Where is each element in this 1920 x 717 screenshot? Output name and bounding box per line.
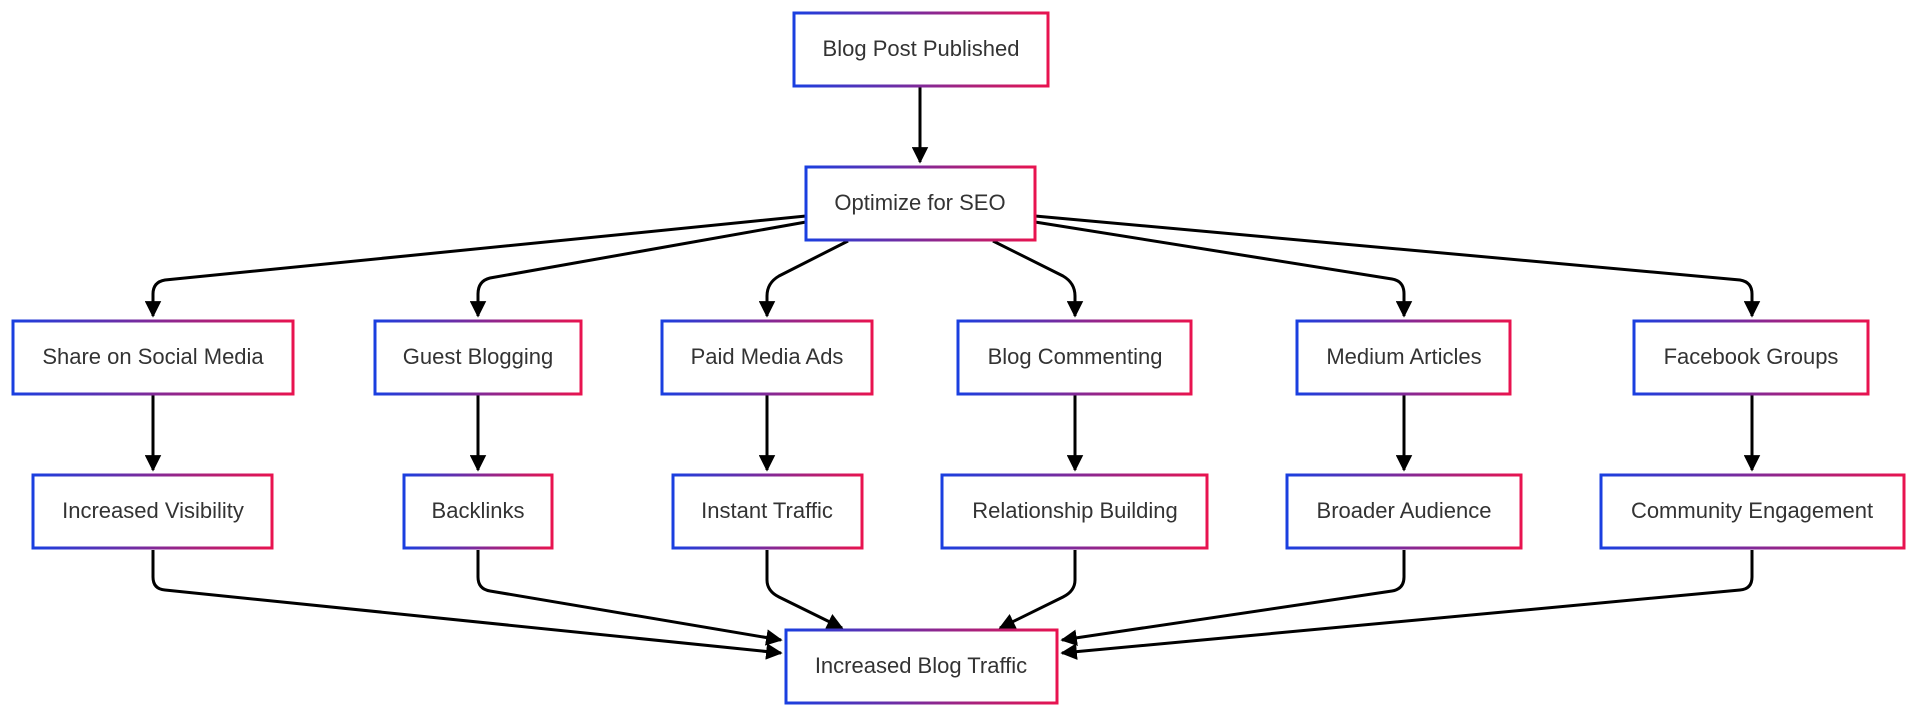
edge-relationship-to-traffic	[998, 550, 1077, 630]
node-backlinks: Backlinks	[402, 473, 554, 550]
edge-visibility-to-traffic	[151, 550, 783, 660]
node-label: Facebook Groups	[1664, 344, 1839, 369]
edge-backlinks-to-traffic	[476, 550, 783, 646]
node-label: Paid Media Ads	[691, 344, 844, 369]
edge-broader-to-traffic	[1060, 550, 1406, 646]
node-label: Share on Social Media	[42, 344, 264, 369]
node-label: Relationship Building	[972, 498, 1177, 523]
node-increased-visibility: Increased Visibility	[31, 473, 274, 550]
edge-seo-to-guest-blogging	[469, 220, 807, 318]
node-medium-articles: Medium Articles	[1295, 319, 1512, 396]
node-label: Blog Commenting	[988, 344, 1163, 369]
node-facebook-groups: Facebook Groups	[1632, 319, 1870, 396]
node-community-engagement: Community Engagement	[1599, 473, 1906, 550]
node-label: Increased Visibility	[62, 498, 244, 523]
node-label: Medium Articles	[1326, 344, 1481, 369]
node-blog-commenting: Blog Commenting	[956, 319, 1193, 396]
node-broader-audience: Broader Audience	[1285, 473, 1523, 550]
nodes: Blog Post Published Optimize for SEO Sha…	[11, 11, 1906, 705]
edge-seo-to-blog-commenting	[992, 239, 1084, 318]
edge-instant-to-traffic	[765, 550, 844, 630]
edge-seo-to-paid-media	[758, 239, 849, 318]
node-label: Guest Blogging	[403, 344, 553, 369]
node-label: Optimize for SEO	[834, 190, 1005, 215]
node-label: Community Engagement	[1631, 498, 1873, 523]
node-relationship-building: Relationship Building	[940, 473, 1209, 550]
node-guest-blogging: Guest Blogging	[373, 319, 583, 396]
node-optimize-for-seo: Optimize for SEO	[804, 165, 1037, 242]
node-paid-media-ads: Paid Media Ads	[660, 319, 874, 396]
edge-seo-to-medium	[1034, 220, 1413, 318]
edge-community-to-traffic	[1060, 550, 1754, 660]
node-increased-blog-traffic: Increased Blog Traffic	[784, 628, 1059, 705]
node-label: Increased Blog Traffic	[815, 653, 1027, 678]
edge-seo-to-social-media	[144, 214, 807, 318]
node-share-on-social-media: Share on Social Media	[11, 319, 295, 396]
node-label: Broader Audience	[1317, 498, 1492, 523]
edge-seo-to-facebook	[1034, 214, 1761, 318]
node-instant-traffic: Instant Traffic	[671, 473, 864, 550]
edges	[144, 86, 1761, 660]
node-label: Backlinks	[432, 498, 525, 523]
node-blog-post-published: Blog Post Published	[792, 11, 1050, 88]
node-label: Blog Post Published	[823, 36, 1020, 61]
node-label: Instant Traffic	[701, 498, 833, 523]
